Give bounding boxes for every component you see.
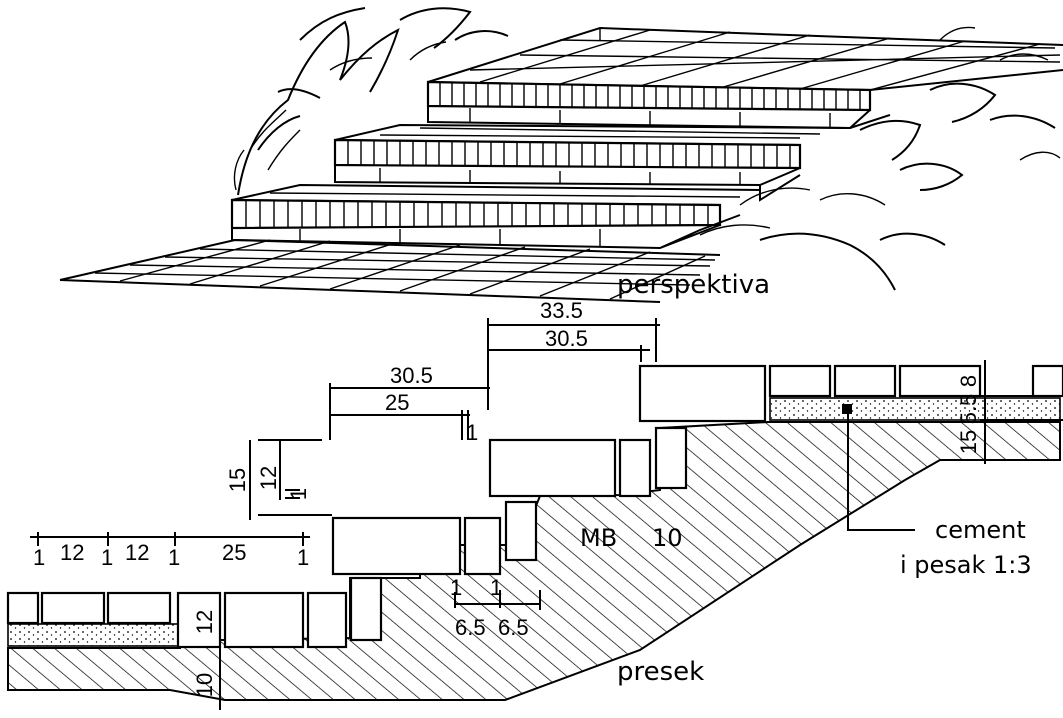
perspective-label: perspektiva <box>617 270 770 300</box>
perspective-view: perspektiva <box>59 7 1063 303</box>
dim-bottom-2: 1 <box>101 545 113 570</box>
ground-paving <box>59 239 721 303</box>
perspective-step-1 <box>230 183 761 250</box>
mortar-code: MB <box>580 524 617 552</box>
upper-paving <box>427 26 1063 92</box>
mortar-thickness: 10 <box>652 524 683 552</box>
dim-bottom-joint-2: 1 <box>490 575 502 600</box>
dim-bottom-5: 25 <box>222 540 246 565</box>
mortar-label-line2: i pesak 1:3 <box>900 551 1032 579</box>
dim-mid-overall: 30.5 <box>390 363 433 388</box>
dim-bottom-row: 1 12 1 12 1 25 1 <box>33 540 309 570</box>
dim-top-inner: 30.5 <box>545 326 588 351</box>
dimension-lines <box>30 318 1063 710</box>
dim-bottom-0: 1 <box>33 545 45 570</box>
dim-right-paving: 8 <box>956 375 981 387</box>
section-step-2 <box>488 426 688 498</box>
dim-bottom-joint-1: 1 <box>450 575 462 600</box>
dim-bottom-4: 1 <box>168 545 180 570</box>
vegetation-right <box>699 26 1061 291</box>
perspective-step-3 <box>426 80 891 130</box>
section-label: presek <box>617 657 704 687</box>
section-view: 33.5 30.5 30.5 25 1 15 12 1 1 12 1 12 1 … <box>6 298 1063 710</box>
dim-paving-height: 12 <box>192 610 217 634</box>
mortar-label-line1: cement <box>935 516 1026 544</box>
dim-riser-overall: 15 <box>225 468 250 492</box>
section-step-1 <box>331 500 538 576</box>
dim-top-overall: 33.5 <box>540 298 583 323</box>
vegetation-left <box>233 7 509 196</box>
sand-bed-left <box>7 623 181 647</box>
dim-mid-inner: 25 <box>385 390 409 415</box>
dim-riser-joint: 1 <box>286 488 311 500</box>
dim-bottom-6: 1 <box>297 545 309 570</box>
dim-bottom-1: 12 <box>60 540 84 565</box>
dim-bottom-3: 12 <box>125 540 149 565</box>
paving-left <box>6 576 383 649</box>
dim-base-height: 10 <box>192 673 217 697</box>
dim-mid-joint: 1 <box>466 420 478 445</box>
dim-half-brick-2: 6.5 <box>498 615 529 640</box>
dim-half-brick-1: 6.5 <box>455 615 486 640</box>
dim-right-base: 15 <box>956 430 981 454</box>
dim-riser-inner: 12 <box>256 466 281 490</box>
section-top-landing <box>638 364 1063 423</box>
dim-right-sand: 5.5 <box>956 394 981 425</box>
